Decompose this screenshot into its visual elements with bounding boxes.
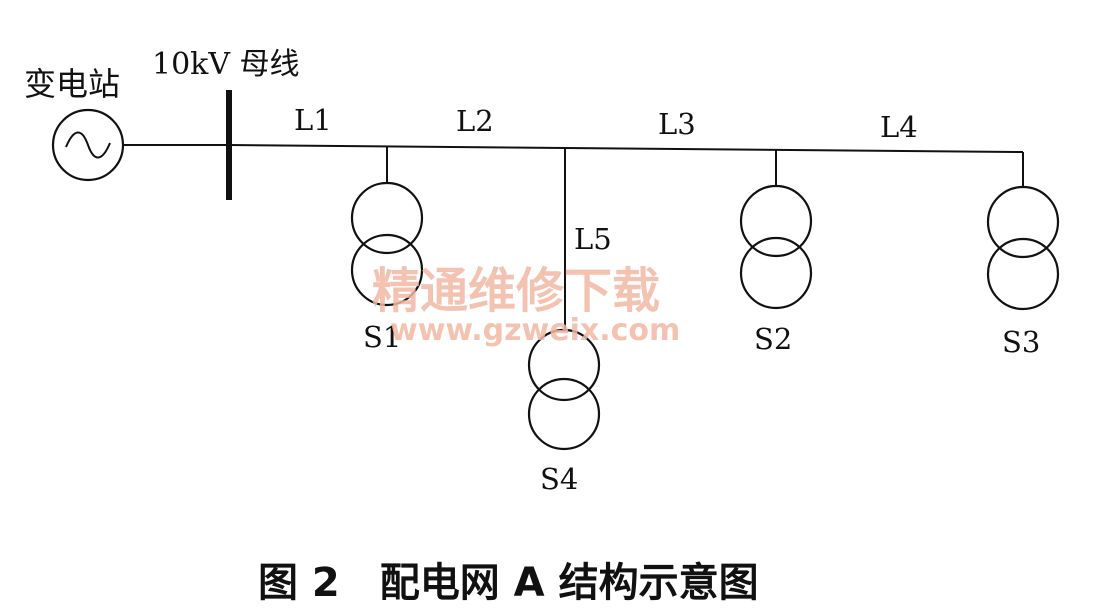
transformer-label-s2: S2 [754,322,792,356]
transformer-label-s3: S3 [1002,325,1040,359]
line-label-l5: L5 [574,222,612,256]
figure-caption: 图 2 配电网 A 结构示意图 [258,560,759,606]
line-label-l1: L1 [294,103,332,137]
transformer-label-s1: S1 [363,320,401,354]
watermark: 精通维修下载 www.gzweix.com [372,263,680,348]
bus-label: 10kV 母线 [152,47,300,82]
substation-source-icon [51,108,125,182]
watermark-text: 精通维修下载 [372,263,660,319]
transformer-s1-icon [350,181,424,307]
line-label-l2: L2 [456,104,494,138]
watermark-url: www.gzweix.com [390,313,680,348]
line-label-l3: L3 [658,107,696,141]
line-label-l4: L4 [880,110,918,144]
transformer-label-s4: S4 [540,462,578,496]
transformer-s2-icon [739,184,813,310]
transformer-s3-icon [986,185,1060,311]
transformer-s4-icon [527,328,601,451]
main-feeder-line [228,144,1024,153]
substation-label: 变电站 [24,65,120,103]
